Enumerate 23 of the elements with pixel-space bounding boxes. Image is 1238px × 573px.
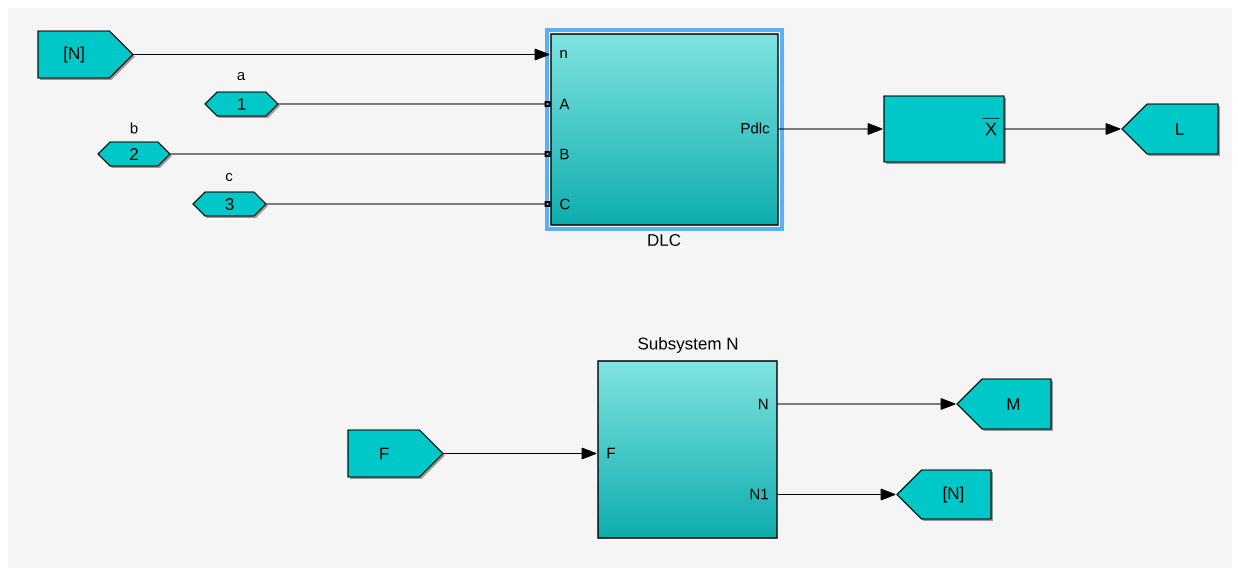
goto-tag: M [956, 378, 1053, 431]
connector-arrow [169, 151, 551, 157]
subsystem-block: F N N1 [597, 360, 778, 539]
connector-arrow [776, 398, 956, 410]
goto-tag: L [1121, 103, 1220, 156]
connector-arrow [277, 101, 551, 107]
connector-arrow [777, 123, 883, 135]
port-block: 3 [192, 191, 268, 218]
block-label: b [130, 122, 138, 134]
port-block: 2 [97, 141, 172, 168]
mean-block: X [883, 95, 1006, 164]
port-block: 1 [204, 91, 280, 118]
connector-arrow [1003, 123, 1121, 135]
subsystem-block: n A B C Pdlc [545, 28, 784, 231]
connector-arrow [132, 48, 550, 61]
connector-arrow [776, 488, 896, 501]
block-label: a [237, 71, 246, 81]
connector-arrow [442, 447, 597, 460]
goto-tag: F [347, 429, 445, 479]
connector-arrow [265, 201, 551, 207]
block-label: c [225, 172, 233, 182]
block-label: DLC [648, 234, 681, 246]
block-label: Subsystem N [638, 337, 738, 353]
